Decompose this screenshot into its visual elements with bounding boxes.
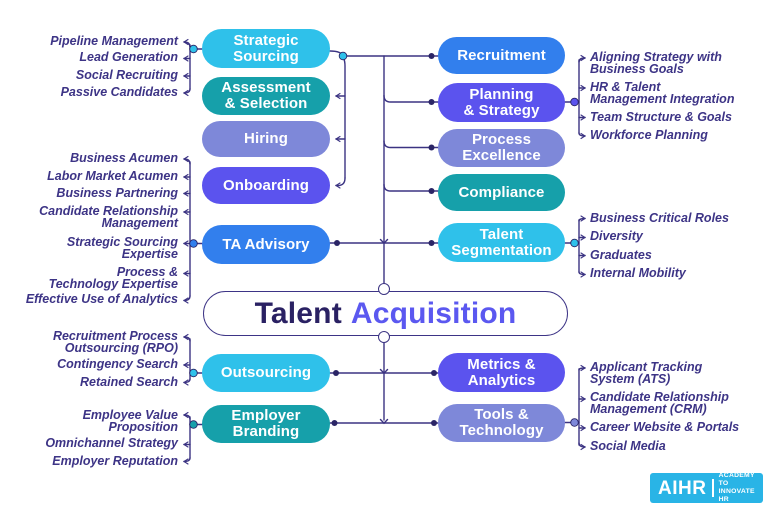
label-candidate-relationship-management: Candidate Relationship Management bbox=[39, 204, 178, 230]
junction-dot-cyan bbox=[189, 44, 198, 54]
label-retained-search: Retained Search bbox=[80, 375, 178, 389]
junction-dot bbox=[331, 420, 338, 426]
junction-dot bbox=[334, 240, 340, 246]
node-tools-technology: Tools & Technology bbox=[438, 404, 565, 442]
label-social-media: Social Media bbox=[590, 439, 666, 453]
node-hiring: Hiring bbox=[202, 121, 330, 157]
label-strategic-sourcing-expertise: Strategic Sourcing Expertise bbox=[66, 235, 178, 261]
junction-dot-cyan bbox=[338, 51, 348, 61]
title-acquisition: Acquisition bbox=[350, 296, 517, 330]
label-diversity: Diversity bbox=[590, 229, 643, 243]
label-candidate-relationship-management-crm: Candidate Relationship Management (CRM) bbox=[590, 390, 729, 416]
node-onboarding: Onboarding bbox=[202, 167, 330, 204]
junction-dot bbox=[428, 240, 435, 246]
node-metrics-analytics: Metrics & Analytics bbox=[438, 353, 565, 392]
title-top-port bbox=[378, 283, 390, 295]
label-contingency-search: Contingency Search bbox=[57, 357, 178, 371]
junction-dot-cyan bbox=[189, 368, 198, 378]
junction-dot bbox=[431, 420, 437, 426]
label-hr-talent-management-integration: HR & Talent Management Integration bbox=[590, 80, 735, 106]
node-outsourcing: Outsourcing bbox=[202, 354, 330, 392]
label-recruitment-process-outsourcing: Recruitment Process Outsourcing (RPO) bbox=[52, 329, 178, 355]
node-compliance: Compliance bbox=[438, 174, 565, 211]
logo-tagline: ACADEMY TO INNOVATE HR bbox=[719, 472, 763, 504]
node-assessment-selection: Assessment & Selection bbox=[202, 77, 330, 115]
label-career-website-portals: Career Website & Portals bbox=[590, 420, 740, 434]
connector-paths bbox=[182, 38, 587, 465]
label-omnichannel-strategy: Omnichannel Strategy bbox=[45, 436, 178, 450]
logo-divider bbox=[712, 479, 714, 497]
label-business-partnering: Business Partnering bbox=[56, 186, 178, 200]
junction-dots bbox=[189, 44, 579, 429]
node-talent-segmentation: Talent Segmentation bbox=[438, 223, 565, 262]
title-bottom-port bbox=[378, 331, 390, 343]
node-strategic-sourcing: Strategic Sourcing bbox=[202, 29, 330, 68]
label-workforce-planning: Workforce Planning bbox=[590, 128, 708, 142]
label-pipeline-management: Pipeline Management bbox=[50, 34, 178, 48]
logo-tagline-line1: ACADEMY TO bbox=[718, 472, 755, 487]
label-labor-market-acumen: Labor Market Acumen bbox=[47, 169, 178, 183]
junction-dot bbox=[428, 188, 435, 194]
label-business-critical-roles: Business Critical Roles bbox=[590, 211, 729, 225]
junction-dot bbox=[428, 144, 435, 151]
label-employee-value-proposition: Employee Value Proposition bbox=[82, 408, 178, 434]
title-talent: Talent bbox=[254, 296, 342, 330]
logo-tagline-line2: INNOVATE HR bbox=[718, 488, 755, 503]
junction-dot bbox=[431, 370, 437, 376]
label-applicant-tracking-system: Applicant Tracking System (ATS) bbox=[590, 360, 703, 386]
junction-dot-blue bbox=[189, 239, 198, 248]
junction-dot-cyan bbox=[570, 238, 579, 248]
label-social-recruiting: Social Recruiting bbox=[75, 68, 178, 82]
label-internal-mobility: Internal Mobility bbox=[590, 266, 686, 280]
label-business-acumen: Business Acumen bbox=[70, 151, 178, 165]
label-aligning-strategy: Aligning Strategy with Business Goals bbox=[590, 50, 722, 76]
label-lead-generation: Lead Generation bbox=[79, 50, 178, 64]
node-recruitment: Recruitment bbox=[438, 37, 565, 74]
label-effective-use-of-analytics: Effective Use of Analytics bbox=[25, 292, 178, 306]
junction-dot bbox=[333, 370, 339, 376]
node-planning-strategy: Planning & Strategy bbox=[438, 83, 565, 122]
node-process-excellence: Process Excellence bbox=[438, 129, 565, 167]
junction-dot-periwinkle bbox=[570, 418, 579, 427]
node-ta-advisory: TA Advisory bbox=[202, 225, 330, 264]
junction-dot bbox=[428, 53, 435, 59]
label-team-structure-goals: Team Structure & Goals bbox=[590, 110, 732, 124]
aihr-logo-text: AIHR bbox=[658, 477, 707, 499]
junction-dot-teal bbox=[189, 420, 198, 429]
aihr-logo: AIHR ACADEMY TO INNOVATE HR bbox=[650, 472, 763, 504]
junction-dot-violet bbox=[570, 97, 579, 107]
label-employer-reputation: Employer Reputation bbox=[52, 454, 178, 468]
label-passive-candidates: Passive Candidates bbox=[60, 85, 178, 99]
label-process-technology-expertise: Process & Technology Expertise bbox=[48, 265, 178, 291]
label-graduates: Graduates bbox=[590, 248, 652, 262]
node-employer-branding: Employer Branding bbox=[202, 405, 330, 443]
junction-dot bbox=[428, 99, 435, 105]
